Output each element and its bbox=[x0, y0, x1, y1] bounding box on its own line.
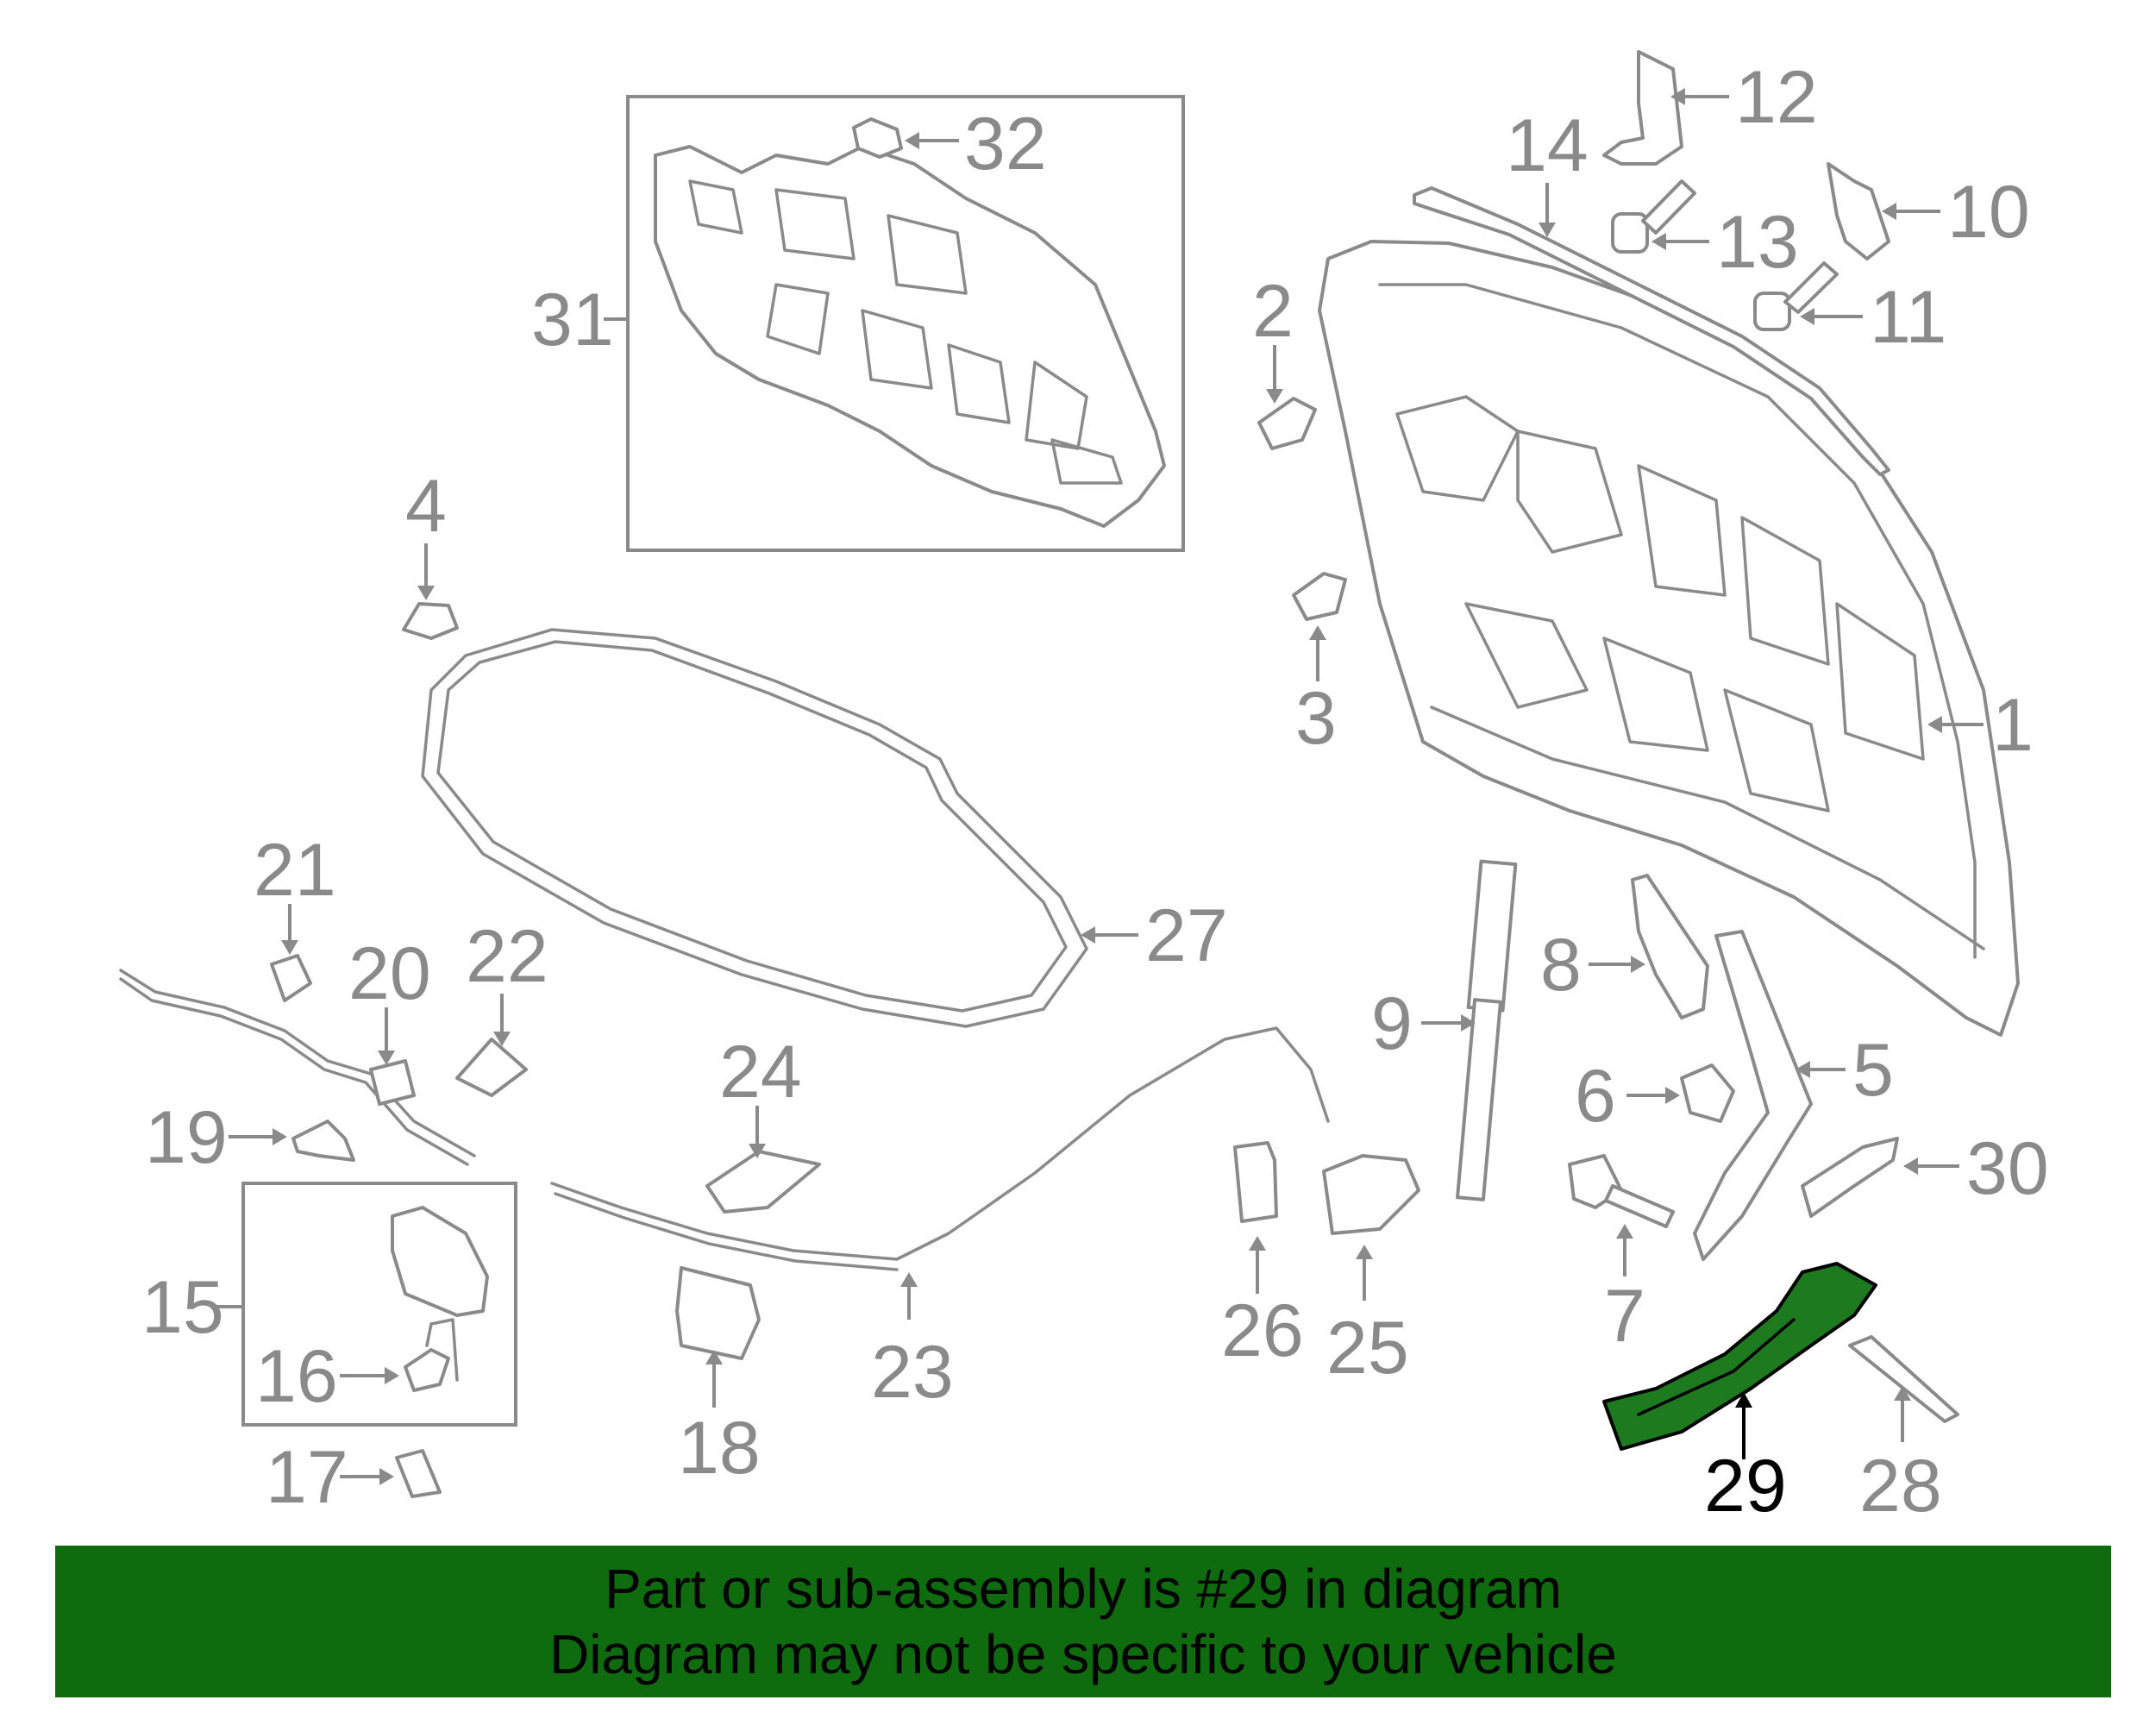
part-8-bracket bbox=[1631, 874, 1709, 1019]
part-5-hinge bbox=[1693, 930, 1813, 1261]
part-24-pad bbox=[705, 1150, 821, 1214]
part-6-nut bbox=[1680, 1063, 1735, 1123]
latch-box-frame bbox=[241, 1182, 517, 1427]
callout-17: 17 bbox=[266, 1436, 348, 1519]
callout-16: 16 bbox=[255, 1335, 338, 1418]
callout-1: 1 bbox=[1992, 684, 2034, 767]
part-10-bracket bbox=[1827, 162, 1890, 260]
part-23-release-cable bbox=[550, 1026, 1330, 1271]
callout-4: 4 bbox=[405, 465, 447, 548]
callout-22: 22 bbox=[466, 915, 548, 998]
callout-19: 19 bbox=[145, 1096, 228, 1179]
callout-9: 9 bbox=[1371, 982, 1413, 1065]
part-17-clip bbox=[395, 1449, 442, 1498]
banner-line-2: Diagram may not be specific to your vehi… bbox=[549, 1623, 1617, 1685]
callout-11: 11 bbox=[1870, 276, 1946, 359]
part-3-bumper bbox=[1292, 572, 1347, 621]
callout-24: 24 bbox=[719, 1031, 802, 1113]
callout-21: 21 bbox=[254, 829, 336, 912]
callout-31: 31 bbox=[531, 279, 614, 361]
part-2-bumper bbox=[1257, 397, 1317, 450]
callout-27: 27 bbox=[1145, 894, 1228, 977]
part-28-trim bbox=[1848, 1335, 1959, 1423]
part-21-clip bbox=[270, 954, 312, 1002]
callout-8: 8 bbox=[1540, 924, 1582, 1007]
part-18-bracket bbox=[675, 1266, 761, 1360]
part-26-bumper bbox=[1233, 1141, 1278, 1223]
part-30-bracket bbox=[1801, 1137, 1899, 1218]
callout-6: 6 bbox=[1575, 1055, 1616, 1138]
callout-28: 28 bbox=[1859, 1445, 1942, 1527]
callout-30: 30 bbox=[1966, 1127, 2049, 1210]
callout-labels: 1 2 3 4 5 6 7 8 9 10 11 12 13 14 15 16 1… bbox=[141, 56, 2049, 1527]
banner-line-1: Part or sub-assembly is #29 in diagram bbox=[605, 1558, 1562, 1620]
part-12-bracket bbox=[1602, 50, 1683, 166]
callout-32: 32 bbox=[964, 103, 1047, 185]
part-14-seal-strip bbox=[1413, 186, 1890, 476]
callout-29: 29 bbox=[1704, 1445, 1787, 1527]
part-22-pad bbox=[455, 1038, 528, 1097]
part-7-bolt bbox=[1568, 1154, 1675, 1228]
callout-10: 10 bbox=[1947, 171, 2030, 254]
part-20-release-rod bbox=[119, 969, 476, 1166]
part-1-hood bbox=[1318, 240, 2020, 1037]
part-13-bolt bbox=[1611, 179, 1696, 254]
callout-14: 14 bbox=[1506, 104, 1589, 187]
callout-26: 26 bbox=[1221, 1289, 1304, 1372]
info-banner: Part or sub-assembly is #29 in diagram D… bbox=[55, 1546, 2111, 1697]
callout-20: 20 bbox=[348, 932, 431, 1015]
callout-5: 5 bbox=[1852, 1029, 1894, 1112]
part-32-clip bbox=[852, 117, 903, 159]
part-27-weatherstrip bbox=[421, 628, 1088, 1028]
part-31-hood-insulator bbox=[654, 145, 1166, 528]
part-15-latch-housing bbox=[391, 1206, 489, 1317]
callout-23: 23 bbox=[871, 1331, 954, 1414]
callout-3: 3 bbox=[1295, 677, 1337, 760]
callout-2: 2 bbox=[1252, 270, 1294, 353]
part-16-latch bbox=[404, 1318, 459, 1392]
part-29-cowl-panel bbox=[1602, 1262, 1877, 1451]
insulator-box-frame bbox=[626, 95, 1185, 552]
callout-12: 12 bbox=[1735, 56, 1818, 139]
callout-18: 18 bbox=[678, 1407, 761, 1490]
part-9-gas-strut bbox=[1456, 859, 1518, 1201]
leader-lines bbox=[210, 88, 1984, 1485]
callout-7: 7 bbox=[1604, 1275, 1645, 1358]
part-4-clip bbox=[402, 602, 459, 640]
callout-13: 13 bbox=[1716, 201, 1799, 284]
callout-15: 15 bbox=[141, 1266, 224, 1349]
part-25-bracket bbox=[1322, 1154, 1420, 1235]
part-19-bracket bbox=[291, 1120, 355, 1162]
callout-25: 25 bbox=[1326, 1307, 1409, 1389]
part-11-bolt bbox=[1753, 261, 1839, 331]
